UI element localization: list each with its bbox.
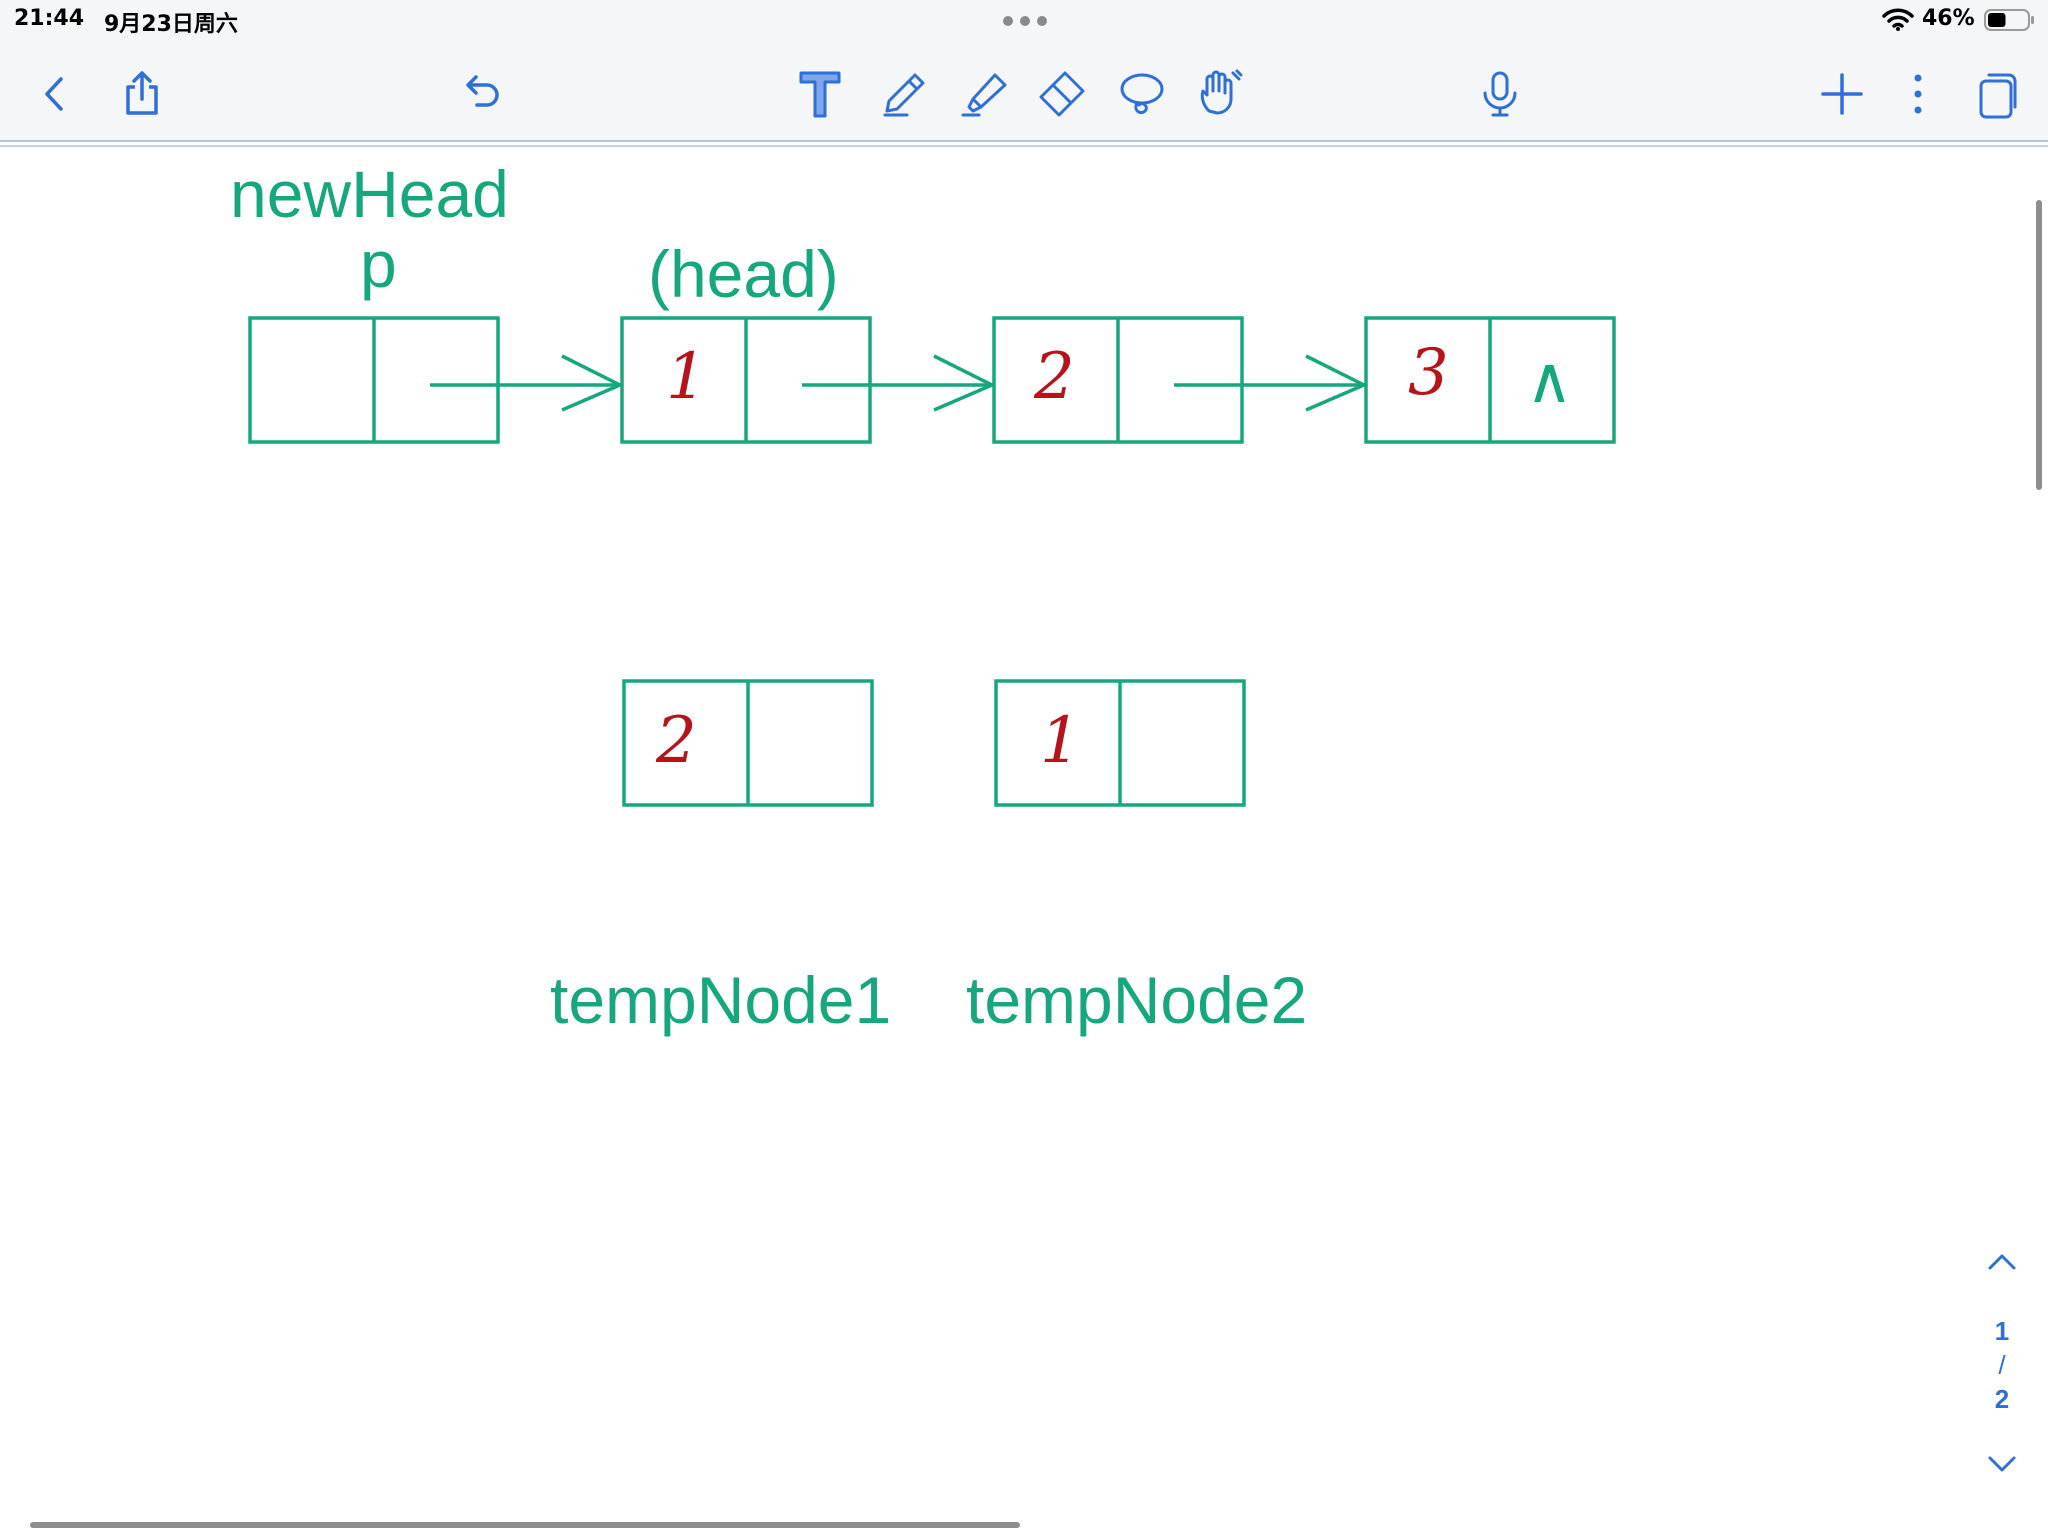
eraser-icon	[1039, 71, 1085, 117]
pen-icon	[883, 73, 925, 117]
status-bar: 21:44 9月23日周六 46%	[0, 0, 2048, 40]
status-time: 21:44	[14, 6, 85, 31]
horizontal-scrollbar[interactable]	[30, 1522, 1020, 1528]
lasso-icon	[1120, 73, 1164, 115]
add-icon	[1821, 73, 1863, 115]
arrow-1-to-2	[802, 354, 997, 412]
page-separator: /	[1998, 1350, 2006, 1380]
status-date: 9月23日周六	[104, 12, 238, 37]
label-newhead: newHead	[230, 157, 509, 231]
label-p: p	[360, 227, 397, 301]
hand-icon	[1200, 69, 1243, 115]
tempnode2-value: 1	[1040, 704, 1081, 778]
share-button[interactable]	[112, 64, 172, 124]
node-2-value: 2	[1034, 340, 1075, 414]
undo-icon	[466, 75, 499, 107]
tempnode1-value: 2	[656, 704, 697, 778]
add-page-button[interactable]	[1812, 64, 1872, 124]
toolbar-divider	[0, 145, 2048, 147]
back-button[interactable]	[24, 64, 84, 124]
lasso-tool-button[interactable]	[1112, 64, 1172, 124]
page-current: 1	[1994, 1316, 2010, 1346]
note-canvas[interactable]: newHead p (head) tempNode1 tempNode2 1 2…	[0, 148, 2048, 1536]
microphone-icon	[1483, 71, 1517, 117]
null-pointer-marker: ∧	[1526, 344, 1573, 418]
page-up-icon[interactable]	[1984, 1250, 2020, 1274]
vertical-scrollbar[interactable]	[2036, 200, 2042, 490]
label-tempnode2: tempNode2	[966, 963, 1308, 1037]
pages-button[interactable]	[1966, 64, 2026, 124]
node-1-value: 1	[666, 340, 707, 414]
battery-percent: 46%	[1922, 6, 1975, 31]
share-icon	[126, 71, 158, 115]
wifi-icon	[1882, 8, 1914, 31]
text-tool-button[interactable]	[790, 64, 850, 124]
eraser-tool-button[interactable]	[1032, 64, 1092, 124]
arrow-newhead-to-1	[430, 354, 625, 412]
back-icon	[45, 77, 63, 111]
text-tool-icon	[799, 71, 841, 118]
toolbar	[0, 40, 2048, 142]
microphone-button[interactable]	[1470, 64, 1530, 124]
page-total: 2	[1994, 1384, 2010, 1414]
label-head: (head)	[648, 237, 839, 311]
pages-icon	[1979, 73, 2017, 119]
battery-icon	[1984, 9, 2034, 31]
more-button[interactable]	[1888, 64, 1948, 124]
hand-tool-button[interactable]	[1190, 64, 1250, 124]
linked-list-drawing	[248, 316, 1616, 807]
arrow-2-to-3	[1174, 354, 1369, 412]
label-tempnode1: tempNode1	[550, 963, 892, 1037]
pen-tool-button[interactable]	[874, 64, 934, 124]
page-down-icon[interactable]	[1984, 1452, 2020, 1476]
node-3-value: 3	[1408, 336, 1449, 410]
undo-button[interactable]	[452, 64, 512, 124]
highlighter-tool-button[interactable]	[954, 64, 1014, 124]
more-icon	[1914, 74, 1922, 114]
multitasking-dots-icon[interactable]	[1000, 15, 1050, 27]
highlighter-icon	[961, 73, 1007, 117]
